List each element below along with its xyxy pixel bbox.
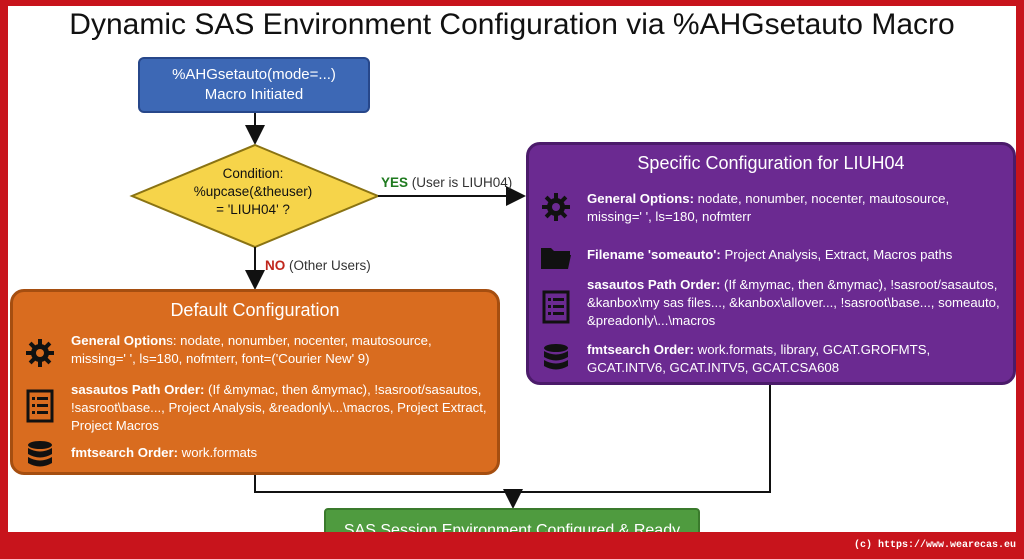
gear-icon [23, 332, 57, 368]
default-sasautos-label: sasautos Path Order: [71, 382, 205, 397]
database-icon [23, 438, 57, 472]
default-fmtsearch-row: fmtsearch Order: work.formats [23, 438, 487, 472]
specific-sasautos-label: sasautos Path Order: [587, 277, 721, 292]
specific-fmtsearch-text: fmtsearch Order: work.formats, library, … [587, 341, 1003, 377]
connector-lines [129, 113, 771, 509]
decision-node-text: Condition: %upcase(&theuser) = 'LIUH04' … [178, 165, 328, 219]
gear-icon [539, 190, 573, 222]
specific-filename-value: Project Analysis, Extract, Macros paths [720, 247, 953, 262]
no-detail: (Other Users) [285, 258, 371, 273]
specific-fmtsearch-row: fmtsearch Order: work.formats, library, … [539, 341, 1003, 377]
specific-general-options-value: nodate, nonumber, nocenter, mautosource,… [587, 191, 950, 224]
diagram-title: Dynamic SAS Environment Configuration vi… [69, 8, 955, 41]
default-config-title: Default Configuration [170, 300, 340, 320]
specific-general-options-label: General Options: [587, 191, 694, 206]
default-general-options-label: General Option [71, 333, 167, 348]
default-fmtsearch-label: fmtsearch Order: [71, 445, 179, 460]
specific-config-title: Specific Configuration for LIUH04 [637, 153, 905, 173]
default-sasautos-row: sasautos Path Order: (If &mymac, then &m… [23, 381, 487, 435]
specific-config-node: Specific Configuration for LIUH04 Genera… [526, 142, 1016, 385]
no-keyword: NO [265, 258, 286, 273]
specific-sasautos-row: sasautos Path Order: (If &mymac, then &m… [539, 276, 1003, 330]
specific-general-options-text: General Options: nodate, nonumber, nocen… [587, 190, 1003, 226]
folder-icon [539, 242, 573, 270]
specific-sasautos-text: sasautos Path Order: (If &mymac, then &m… [587, 276, 1003, 330]
specific-filename-label: Filename 'someauto': [587, 247, 721, 262]
specific-fmtsearch-value: work.formats, library, GCAT.GROFMTS, GCA… [587, 342, 931, 375]
footer-credit: (c) https://www.wearecas.eu [853, 540, 1016, 551]
default-general-options-value: s: nodate, nonumber, nocenter, mautosour… [71, 333, 432, 366]
start-node: %AHGsetauto(mode=...) Macro Initiated [138, 57, 370, 113]
decision-line3: = 'LIUH04' ? [216, 202, 290, 217]
list-icon [539, 276, 573, 324]
database-icon [539, 341, 573, 375]
end-node: SAS Session Environment Configured & Rea… [324, 508, 700, 532]
default-general-options-text: General Options: nodate, nonumber, nocen… [71, 332, 487, 368]
specific-filename-row: Filename 'someauto': Project Analysis, E… [539, 242, 1003, 270]
start-node-line2: Macro Initiated [204, 86, 304, 103]
default-general-options-row: General Options: nodate, nonumber, nocen… [23, 332, 487, 368]
diagram-canvas: Dynamic SAS Environment Configuration vi… [8, 6, 1016, 532]
default-sasautos-value: (If &mymac, then &mymac), !sasroot/sasau… [71, 382, 487, 433]
default-config-node: Default Configuration General Options: n… [10, 289, 500, 475]
no-edge-label: NO (Other Users) [265, 258, 371, 273]
yes-keyword: YES [381, 175, 409, 190]
specific-general-options-row: General Options: nodate, nonumber, nocen… [539, 190, 1003, 226]
default-fmtsearch-value: work.formats [178, 445, 258, 460]
decision-line1: Condition: [222, 166, 284, 181]
yes-detail: (User is LIUH04) [408, 175, 513, 190]
specific-sasautos-value: (If &mymac, then &mymac), !sasroot/sasau… [587, 277, 1000, 328]
specific-filename-text: Filename 'someauto': Project Analysis, E… [587, 242, 952, 264]
footer-bar: (c) https://www.wearecas.eu [0, 532, 1024, 559]
specific-fmtsearch-label: fmtsearch Order: [587, 342, 695, 357]
merge-line-specific [513, 385, 771, 493]
start-node-line1: %AHGsetauto(mode=...) [172, 66, 336, 83]
decision-line2: %upcase(&theuser) [193, 184, 313, 199]
default-fmtsearch-text: fmtsearch Order: work.formats [71, 438, 257, 462]
merge-line-default [254, 475, 513, 493]
default-sasautos-text: sasautos Path Order: (If &mymac, then &m… [71, 381, 487, 435]
list-icon [23, 381, 57, 423]
yes-edge-label: YES (User is LIUH04) [381, 175, 512, 190]
